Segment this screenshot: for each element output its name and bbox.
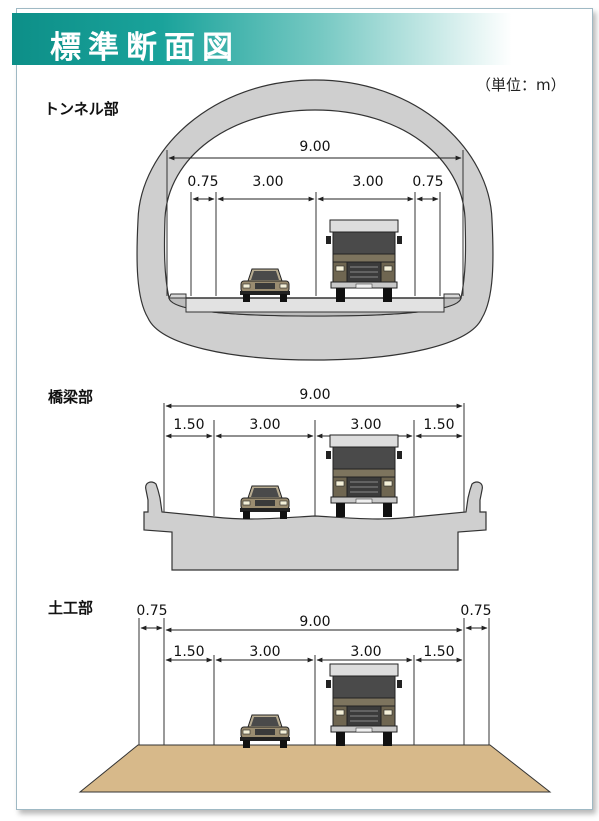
earthwork-outer-left: 0.75 <box>136 603 167 619</box>
earthwork-outer-right: 0.75 <box>460 603 491 619</box>
truck-icon <box>325 663 403 747</box>
earthwork-embankment <box>78 744 552 793</box>
car-icon <box>239 714 291 749</box>
tunnel-width-2: 3.00 <box>252 174 283 190</box>
section-label-earthwork: 土工部 <box>48 599 94 617</box>
bridge-width-1: 1.50 <box>173 417 204 433</box>
tunnel-roadway <box>185 297 445 313</box>
truck-icon <box>325 434 403 518</box>
earthwork-width-4: 1.50 <box>423 644 454 660</box>
bridge-section: 9.00 1.50 3.00 3.00 1.50 <box>143 387 487 571</box>
car-icon <box>239 268 291 303</box>
bridge-deck <box>143 481 487 571</box>
unit-label: （単位：m） <box>476 76 566 94</box>
tunnel-curb-right <box>443 293 462 299</box>
truck-icon <box>325 219 403 303</box>
earthwork-width-1: 1.50 <box>173 644 204 660</box>
earthwork-section: 0.75 9.00 0.75 1.50 3.00 3.00 1.50 <box>78 603 552 793</box>
earthwork-total-width: 9.00 <box>299 614 330 630</box>
tunnel-curb-left <box>168 293 187 299</box>
tunnel-total-width: 9.00 <box>299 139 330 155</box>
page-frame <box>16 8 593 810</box>
section-label-bridge: 橋梁部 <box>48 388 94 406</box>
tunnel-width-1: 0.75 <box>187 174 218 190</box>
tunnel-width-3: 3.00 <box>352 174 383 190</box>
tunnel-section: 9.00 0.75 3.00 3.00 0.75 <box>136 79 494 361</box>
earthwork-width-2: 3.00 <box>249 644 280 660</box>
bridge-width-2: 3.00 <box>249 417 280 433</box>
bridge-total-width: 9.00 <box>299 387 330 403</box>
page-title: 標準断面図 <box>50 30 240 66</box>
earthwork-width-3: 3.00 <box>350 644 381 660</box>
section-label-tunnel: トンネル部 <box>44 100 119 118</box>
car-icon <box>239 485 291 520</box>
tunnel-width-4: 0.75 <box>412 174 443 190</box>
bridge-width-3: 3.00 <box>350 417 381 433</box>
bridge-width-4: 1.50 <box>423 417 454 433</box>
title-banner <box>12 13 512 65</box>
